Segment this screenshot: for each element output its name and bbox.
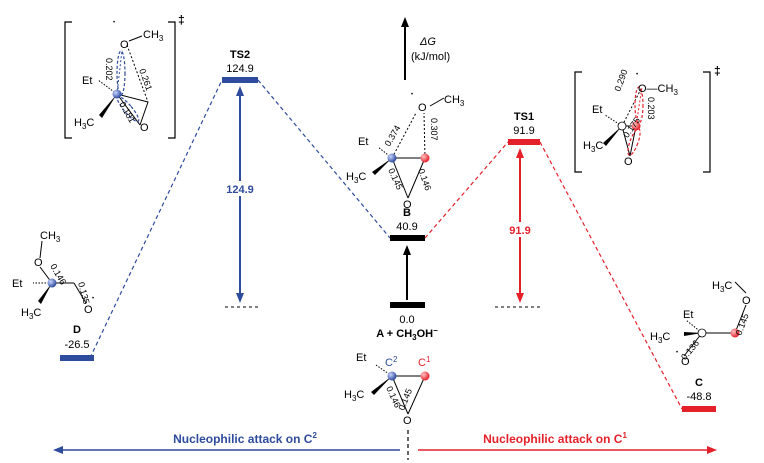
ts2-value: 124.9 [226, 63, 254, 75]
svg-text:•: • [411, 92, 413, 98]
svg-text:0.181: 0.181 [117, 100, 137, 125]
b-value: 40.9 [396, 221, 417, 233]
reaction-path-connectors [89, 79, 683, 410]
svg-text:Et: Et [358, 136, 368, 148]
delta-g-unit: (kJ/mol) [411, 51, 450, 63]
svg-text:Et: Et [683, 309, 693, 321]
barrier-arrows: 124.9 91.9 [223, 86, 537, 303]
svg-text:0.146: 0.146 [416, 167, 433, 192]
a-h3c: H3C [344, 389, 364, 403]
barrier-value-right: 91.9 [509, 225, 530, 237]
ts2-double-dagger: ‡ [178, 13, 185, 27]
level-c [682, 406, 716, 412]
barrier-value-left: 124.9 [226, 184, 254, 196]
b-h3c: H3C [346, 171, 366, 185]
svg-text:O: O [624, 156, 633, 168]
svg-text:Et: Et [82, 75, 92, 87]
svg-text:0.290: 0.290 [612, 68, 629, 93]
svg-text:O: O [681, 356, 690, 368]
svg-text:O: O [120, 39, 129, 51]
ts2-h3c: H3C [74, 117, 94, 131]
b-ch3: CH3 [444, 94, 465, 108]
delta-g-axis: ΔG (kJ/mol) [401, 17, 450, 80]
a-name: A + CH3OH− [376, 326, 438, 342]
level-ts1 [508, 139, 540, 145]
energy-labels: TS2 124.9 TS1 91.9 B 40.9 0.0 A + CH3OH−… [64, 49, 711, 403]
svg-text:O: O [403, 415, 412, 427]
direction-arrows: Nucleophilic attack on C2 Nucleophilic a… [53, 430, 717, 460]
structure-ts2: ‡ • O CH3 Et H3C O 0.261 0.202 0.181 [64, 13, 185, 139]
svg-text:0.374: 0.374 [383, 124, 403, 149]
svg-text:O: O [742, 295, 751, 307]
bracket-right-ts1 [703, 71, 711, 173]
b-name: B [403, 207, 411, 219]
svg-text:Et: Et [12, 278, 22, 290]
c-value: -48.8 [686, 391, 711, 403]
connector-ts2-b [257, 79, 391, 239]
a-value: 0.0 [399, 314, 414, 326]
connector-ts1-c [539, 141, 683, 410]
c-h3c: H3C [650, 331, 670, 345]
svg-text:0.136: 0.136 [679, 338, 701, 362]
connector-b-ts1 [424, 141, 509, 239]
svg-text:0.145: 0.145 [734, 312, 751, 337]
bracket-left-ts2 [64, 21, 72, 139]
c-name: C [695, 377, 703, 389]
svg-text:•: • [676, 350, 678, 356]
ts2-ch3: CH3 [143, 29, 164, 43]
direction-label-right: Nucleophilic attack on C1 [483, 431, 627, 446]
ts1-och3: O—CH3 [638, 83, 678, 97]
svg-text:0.202: 0.202 [104, 58, 114, 81]
radical-dot: • [113, 20, 115, 26]
level-b [390, 235, 425, 241]
connector-d-ts2 [89, 79, 223, 359]
structure-a: Et C2 C1 H3C O 0.146 0.145 [344, 352, 431, 427]
ts1-value: 91.9 [513, 125, 534, 137]
delta-g-label: ΔG [419, 36, 436, 48]
svg-text:O: O [84, 304, 93, 316]
a-c2: C2 [385, 355, 398, 369]
svg-text:0.307: 0.307 [429, 118, 439, 141]
c-h3c-top: H3C [712, 280, 732, 294]
direction-label-left: Nucleophilic attack on C2 [173, 431, 317, 446]
structure-ts1: ‡ • O—CH3 Et H3C O 0.290 0.203 0.175 [574, 64, 721, 173]
svg-text:Et: Et [592, 104, 602, 116]
level-a [390, 302, 425, 308]
bracket-left-ts1 [574, 71, 582, 173]
svg-text:0.145: 0.145 [386, 167, 405, 192]
d-name: D [73, 324, 81, 336]
svg-text:O: O [418, 102, 427, 114]
level-d [60, 355, 94, 361]
ts2-name: TS2 [230, 49, 250, 61]
structure-b: • O CH3 Et H3C O 0.374 0.307 0.145 0.146 [346, 92, 465, 211]
d-h3c: H3C [21, 307, 41, 321]
svg-text:Et: Et [356, 352, 366, 364]
a-c1: C1 [418, 355, 431, 369]
structure-d: CH3 O Et H3C O • 0.146 0.135 [12, 230, 94, 321]
svg-text:O: O [34, 257, 43, 269]
svg-text:0.203: 0.203 [646, 97, 656, 120]
svg-text:0.145: 0.145 [396, 387, 414, 412]
svg-text:O: O [140, 122, 149, 134]
d-value: -26.5 [64, 339, 89, 351]
energy-levels [60, 77, 716, 412]
svg-text:O: O [403, 199, 412, 211]
ts1-double-dagger: ‡ [714, 64, 721, 78]
svg-text:0.135: 0.135 [76, 281, 91, 305]
svg-text:•: • [92, 296, 94, 302]
structure-c: Et H3C O • O H3C 0.136 0.145 [650, 280, 751, 368]
ts1-name: TS1 [514, 111, 534, 123]
svg-text:•: • [636, 72, 638, 78]
ts1-h3c: H3C [583, 140, 603, 154]
d-ch3: CH3 [40, 230, 61, 244]
bracket-right-ts2 [168, 21, 176, 139]
level-ts2 [222, 77, 258, 83]
